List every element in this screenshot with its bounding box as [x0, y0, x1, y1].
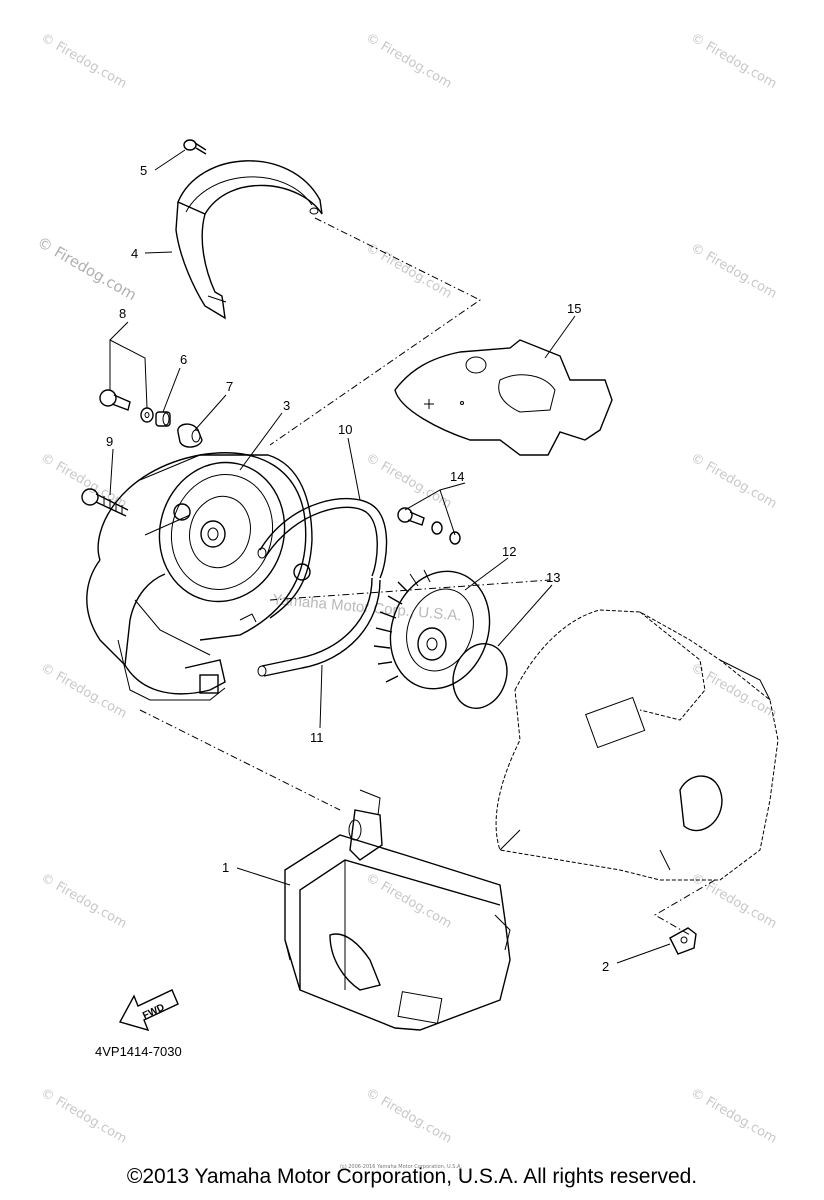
callout-1: 1 — [222, 860, 229, 875]
air-shroud-housing — [86, 452, 313, 701]
bolt-part-8 — [99, 389, 131, 411]
callout-3: 3 — [283, 398, 290, 413]
callout-14: 14 — [450, 469, 464, 484]
leader-lines — [109, 149, 671, 964]
watermark: © Firedog.com — [38, 30, 129, 91]
hose-part-11 — [257, 577, 381, 677]
callout-10: 10 — [338, 422, 352, 437]
callout-7: 7 — [226, 379, 233, 394]
watermark: © Firedog.com — [688, 240, 779, 301]
o-ring — [452, 643, 508, 709]
fan-shroud-cover — [175, 160, 323, 320]
watermark-dark: © Firedog.com — [34, 233, 140, 304]
callout-2: 2 — [602, 959, 609, 974]
watermark: © Firedog.com — [688, 870, 779, 931]
watermark: © Firedog.com — [38, 870, 129, 931]
callout-13: 13 — [546, 570, 560, 585]
shroud-plate — [394, 339, 613, 456]
diagram-code: 4VP1414-7030 — [95, 1044, 182, 1059]
clip-part-2 — [669, 927, 697, 955]
callout-12: 12 — [502, 544, 516, 559]
copyright-notice: ©2013 Yamaha Motor Corporation, U.S.A. A… — [126, 1165, 698, 1188]
collar-part-6 — [155, 411, 171, 427]
cooling-fan — [373, 569, 491, 690]
watermark: © Firedog.com — [688, 30, 779, 91]
callout-9: 9 — [106, 434, 113, 449]
callout-4: 4 — [131, 246, 138, 261]
watermark: © Firedog.com — [363, 450, 454, 511]
watermark: © Firedog.com — [688, 450, 779, 511]
callout-15: 15 — [567, 301, 581, 316]
callout-8: 8 — [119, 306, 126, 321]
watermark: © Firedog.com — [363, 240, 454, 301]
engine-crankcase — [495, 609, 779, 881]
watermark: © Firedog.com — [688, 1085, 779, 1146]
alignment-lines — [139, 217, 716, 936]
watermark: © Firedog.com — [38, 660, 129, 721]
bolt-part-14 — [397, 507, 461, 545]
callout-5: 5 — [140, 163, 147, 178]
callout-numbers: 5 4 8 6 7 3 9 10 11 14 12 13 15 1 2 — [106, 163, 609, 974]
watermark: © Firedog.com — [363, 30, 454, 91]
hose-part-10 — [257, 497, 388, 579]
screw-part-5 — [183, 139, 207, 155]
cylinder-cowl — [284, 789, 511, 1031]
fwd-arrow-icon: FWD — [118, 989, 179, 1032]
grommet-part-7 — [177, 423, 203, 448]
fwd-label: FWD — [141, 1002, 166, 1022]
callout-6: 6 — [180, 352, 187, 367]
washer-part-8 — [140, 407, 154, 423]
watermark: © Firedog.com — [363, 1085, 454, 1146]
watermark-layer: © Firedog.com © Firedog.com © Firedog.co… — [34, 30, 779, 1146]
callout-11: 11 — [310, 730, 324, 745]
watermark: © Firedog.com — [363, 870, 454, 931]
fine-print: (c) 2006-2016 Yamaha Motor Corporation, … — [340, 1164, 462, 1170]
watermark: © Firedog.com — [38, 1085, 129, 1146]
